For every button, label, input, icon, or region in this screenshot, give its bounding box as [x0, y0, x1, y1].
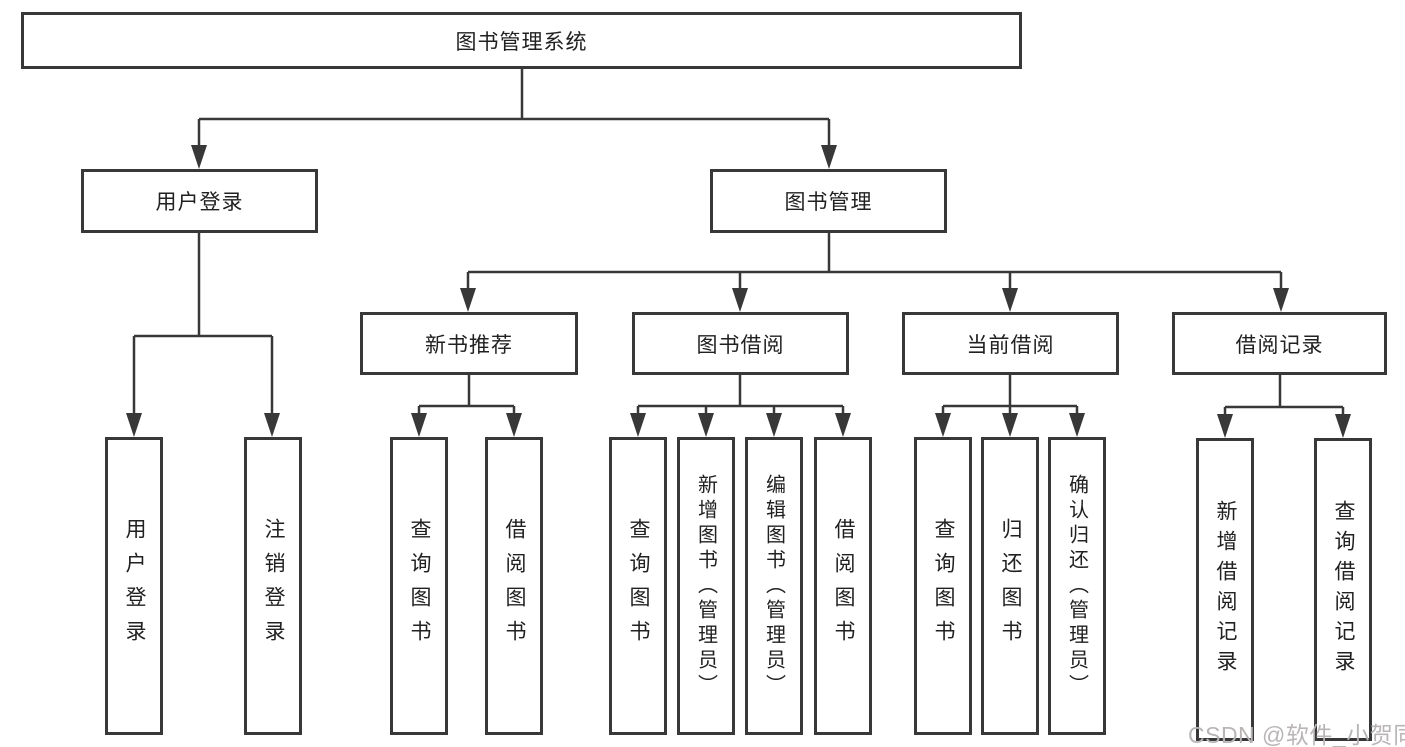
connector-current-borrowing: [941, 375, 1079, 433]
node-label: 新增图书（管理员）: [694, 473, 717, 699]
node-label: 查询图书: [932, 518, 955, 654]
node-library-management-system: 图书管理系统: [21, 12, 1022, 69]
leaf-confirm-return-admin: 确认归还（管理员）: [1048, 437, 1106, 735]
node-book-management: 图书管理: [710, 169, 947, 233]
node-label: 图书借阅: [696, 333, 785, 357]
node-label: 图书管理: [784, 191, 873, 214]
node-label: 图书管理系统: [455, 30, 588, 54]
node-label: 借阅图书: [503, 518, 526, 654]
node-label: 确认归还（管理员）: [1065, 473, 1088, 699]
leaf-logout: 注销登录: [244, 437, 302, 735]
node-user-login: 用户登录: [81, 169, 318, 233]
leaf-query-books-recommend: 查询图书: [390, 437, 448, 735]
connector-root: [197, 69, 831, 165]
connector-borrow-records: [1223, 375, 1345, 434]
leaf-borrow-books-borrowing: 借阅图书: [814, 437, 872, 735]
leaf-query-books-borrowing: 查询图书: [609, 437, 667, 735]
node-new-book-recommendation: 新书推荐: [360, 312, 578, 375]
node-label: 归还图书: [999, 518, 1022, 654]
leaf-edit-books-admin: 编辑图书（管理员）: [745, 437, 803, 735]
node-label: 新增借阅记录: [1214, 499, 1237, 680]
node-book-borrowing: 图书借阅: [632, 312, 849, 375]
node-label: 借阅图书: [832, 518, 855, 654]
leaf-query-books-current: 查询图书: [914, 437, 972, 735]
node-borrowing-records: 借阅记录: [1172, 312, 1387, 375]
connector-user-login: [132, 233, 274, 433]
leaf-query-borrow-record: 查询借阅记录: [1314, 438, 1372, 741]
leaf-add-books-admin: 新增图书（管理员）: [677, 437, 735, 735]
node-label: 查询图书: [627, 518, 650, 654]
connector-book-management: [466, 233, 1283, 308]
connector-book-borrowing: [636, 375, 845, 433]
csdn-watermark: CSDN @软件_小贺同学: [1188, 722, 1405, 747]
node-label: 新书推荐: [425, 333, 513, 357]
leaf-return-books: 归还图书: [981, 437, 1039, 735]
leaf-user-login: 用户登录: [105, 437, 163, 735]
node-label: 编辑图书（管理员）: [762, 473, 785, 699]
connector-new-book: [417, 375, 516, 433]
node-label: 用户登录: [155, 191, 244, 214]
node-label: 借阅记录: [1235, 333, 1324, 357]
node-label: 注销登录: [262, 518, 285, 654]
leaf-add-borrow-record: 新增借阅记录: [1196, 438, 1254, 741]
node-label: 查询借阅记录: [1332, 499, 1355, 680]
leaf-borrow-books-recommend: 借阅图书: [485, 437, 543, 735]
node-label: 查询图书: [408, 518, 431, 654]
node-label: 用户登录: [123, 518, 146, 654]
node-current-borrowing: 当前借阅: [902, 312, 1119, 375]
node-label: 当前借阅: [966, 333, 1055, 357]
